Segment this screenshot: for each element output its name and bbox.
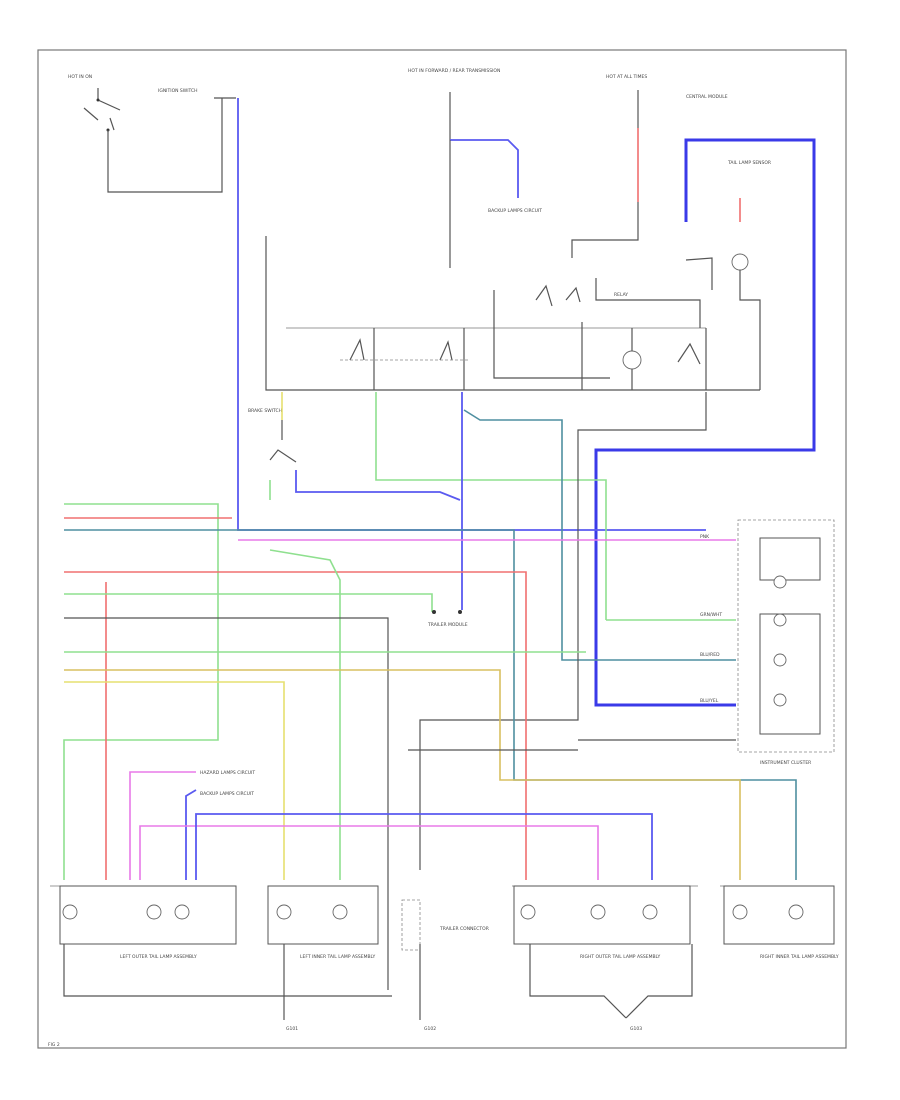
wire-green-bus (63, 503, 219, 880)
diagram-frame (37, 49, 847, 1049)
wire-pink-label: PNK (700, 534, 710, 540)
fuse-top-right: HOT AT ALL TIMES CENTRAL MODULE (571, 74, 728, 258)
left-outer-assy-label: LEFT OUTER TAIL LAMP ASSEMBLY (120, 954, 197, 960)
instrument-cluster-label: INSTRUMENT CLUSTER (760, 760, 811, 766)
wire-green-bus3 (64, 593, 433, 612)
wire-teal-mod (463, 409, 736, 661)
trans-header: HOT IN FORWARD / REAR TRANSMISSION BACKU… (408, 68, 542, 268)
ground-left-label: G101 (286, 1026, 298, 1032)
instrument-cluster: INSTRUMENT CLUSTER PNK GRN/WHT BLU/RED B… (700, 519, 835, 766)
wire-red-bus2 (64, 571, 527, 880)
hot-in-on-label: HOT IN ON (68, 74, 92, 80)
brake-switch: BRAKE SWITCH (248, 392, 461, 501)
hazard-lamp-label: HAZARD LAMPS CIRCUIT (200, 770, 255, 776)
central-module-label: CENTRAL MODULE (686, 94, 728, 100)
wire-gold-bus (64, 669, 741, 880)
circuit-refs: HAZARD LAMPS CIRCUIT BACKUP LAMPS CIRCUI… (129, 770, 653, 880)
left-outer-tail-lamp-assembly: LEFT OUTER TAIL LAMP ASSEMBLY (50, 885, 392, 997)
ignition-switch: HOT IN ON IGNITION SWITCH (68, 74, 236, 193)
hot-at-all-times-label: HOT AT ALL TIMES (606, 74, 647, 80)
ground-right-label: G103 (630, 1026, 642, 1032)
left-inner-assy-label: LEFT INNER TAIL LAMP ASSEMBLY (300, 954, 375, 960)
wire-green-mod (375, 392, 607, 620)
backup-lamps-label: BACKUP LAMPS CIRCUIT (488, 208, 542, 214)
wire-yellow-bus (64, 681, 285, 880)
left-inner-tail-lamp-assembly: LEFT INNER TAIL LAMP ASSEMBLY G101 (267, 885, 379, 1032)
trailer-module: TRAILER MODULE (427, 610, 468, 628)
right-inner-assy-label: RIGHT INNER TAIL LAMP ASSEMBLY (760, 954, 839, 960)
ground-center-label: G102 (424, 1026, 436, 1032)
wire-green-label: GRN/WHT (700, 612, 722, 618)
right-outer-tail-lamp-assembly: RIGHT OUTER TAIL LAMP ASSEMBLY G103 (512, 885, 698, 1032)
blue-feed-loop (594, 138, 816, 707)
trailer-connector: TRAILER CONNECTOR G102 (401, 899, 489, 1032)
wire-gray-bus (64, 617, 389, 990)
wire-gray-mod (419, 392, 707, 870)
backup-lamp-circuit-label: BACKUP LAMPS CIRCUIT (200, 791, 254, 797)
right-outer-assy-label: RIGHT OUTER TAIL LAMP ASSEMBLY (580, 954, 660, 960)
wire-teal-label: BLU/RED (700, 652, 720, 658)
wire-blue-vertical (237, 98, 706, 531)
brake-switch-label: BRAKE SWITCH (248, 408, 282, 414)
central-module-block: RELAY (265, 236, 760, 391)
ignition-switch-label: IGNITION SWITCH (158, 88, 198, 94)
tail-lamp-sensor: TAIL LAMP SENSOR (685, 160, 771, 390)
trans-header-label: HOT IN FORWARD / REAR TRANSMISSION (408, 68, 500, 74)
relay-label: RELAY (614, 292, 628, 298)
right-inner-tail-lamp-assembly: RIGHT INNER TAIL LAMP ASSEMBLY (720, 885, 839, 960)
tail-lamp-sensor-label: TAIL LAMP SENSOR (727, 160, 771, 166)
wire-green-bus2 (269, 549, 341, 880)
wire-blue-label: BLU/YEL (700, 698, 719, 704)
trailer-module-label: TRAILER MODULE (427, 622, 468, 628)
trailer-connector-label: TRAILER CONNECTOR (439, 926, 489, 932)
figure-number: FIG 2 (48, 1042, 60, 1048)
